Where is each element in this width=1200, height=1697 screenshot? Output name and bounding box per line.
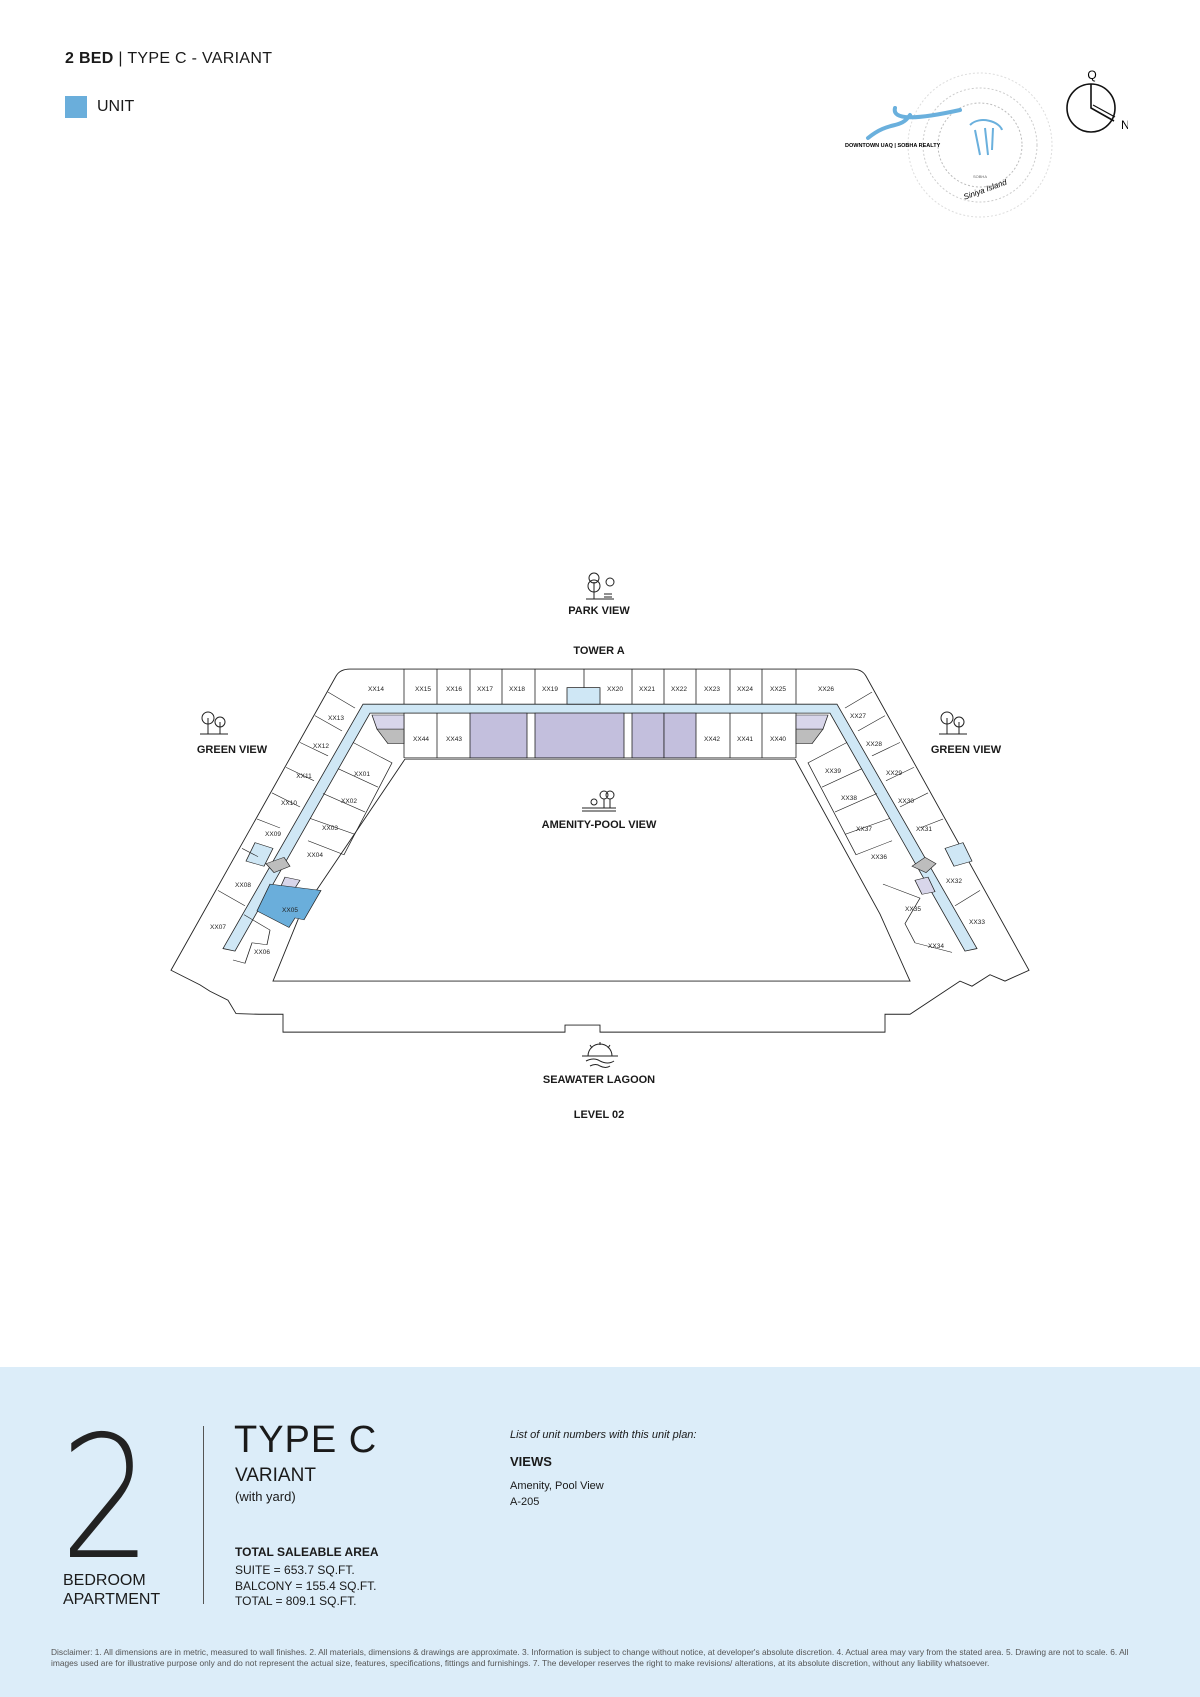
unit-label: XX24 (737, 686, 753, 693)
unit-label: XX23 (704, 686, 720, 693)
park-view-label: PARK VIEW (568, 605, 630, 617)
park-icon (586, 572, 615, 600)
unit-label: XX26 (818, 686, 834, 693)
unit-label: XX41 (737, 736, 753, 743)
unit-label: XX40 (770, 736, 786, 743)
lagoon-icon (582, 1042, 618, 1068)
divider (203, 1426, 204, 1604)
bedroom-apartment-label: BEDROOM APARTMENT (63, 1571, 160, 1609)
unit-label: XX42 (704, 736, 720, 743)
floor-plan: XX14 XX15 XX16 XX17 XX18 XX19 XX20 XX21 … (160, 572, 1040, 1068)
green-view-left-label: GREEN VIEW (196, 744, 268, 756)
bedroom-line2: APARTMENT (63, 1591, 161, 1608)
unit-list-heading: List of unit numbers with this unit plan… (510, 1429, 697, 1441)
unit-label: XX22 (671, 686, 687, 693)
unit-label: XX33 (969, 919, 985, 926)
unit-label: XX35 (905, 906, 921, 913)
unit-label: XX31 (916, 826, 932, 833)
unit-label: XX19 (542, 686, 558, 693)
corridor (223, 704, 977, 951)
compass-q: Q (1087, 68, 1096, 82)
unit-label: XX15 (415, 686, 431, 693)
logo-text-downtown: DOWNTOWN UAQ | SOBHA REALTY (845, 143, 941, 149)
unit-label: XX06 (254, 949, 270, 956)
view-item: Amenity, Pool View (510, 1480, 604, 1492)
unit-label: XX03 (322, 825, 338, 832)
logo-brand-script: Siniya Island (962, 177, 1008, 201)
bedroom-count: 2 (60, 1400, 152, 1598)
highlighted-unit-xx05 (256, 883, 322, 928)
unit-label: XX29 (886, 770, 902, 777)
legend: UNIT (65, 96, 134, 118)
unit-label: XX32 (946, 878, 962, 885)
logo-brand-small: SOBHA (973, 174, 987, 179)
unit-label: XX14 (368, 686, 384, 693)
unit-label: XX02 (341, 798, 357, 805)
unit-label: XX44 (413, 736, 429, 743)
unit-label: XX10 (281, 800, 297, 807)
balcony-area: BALCONY = 155.4 SQ.FT. (235, 1579, 377, 1593)
unit-label: XX05 (282, 907, 298, 914)
unit-label: XX04 (307, 852, 323, 859)
title-separator: | (118, 50, 123, 67)
sobha-siniya-logo: DOWNTOWN UAQ | SOBHA REALTY SOBHA Siniya… (845, 72, 1053, 218)
compass-n: N (1121, 118, 1128, 132)
unit-swatch (65, 96, 87, 118)
unit-label: XX36 (871, 854, 887, 861)
unit-label: XX11 (296, 773, 312, 780)
tree-icon-right (939, 711, 967, 735)
unit-number: A-205 (510, 1496, 540, 1508)
unit-label: XX43 (446, 736, 462, 743)
building-outline (171, 669, 1029, 1032)
disclaimer: Disclaimer: 1. All dimensions are in met… (51, 1647, 1129, 1668)
legend-label: UNIT (97, 98, 135, 115)
amenity-pool-view-label: AMENITY-POOL VIEW (541, 819, 657, 831)
tree-icon-left (200, 711, 228, 735)
unit-label: XX37 (856, 826, 872, 833)
views-heading: VIEWS (510, 1454, 552, 1469)
courtyard-edge (273, 759, 910, 981)
summary-panel (0, 1367, 1200, 1697)
unit-type: TYPE C - VARIANT (127, 50, 273, 67)
amenity-blocks (469, 712, 697, 759)
pool-icon (582, 790, 616, 812)
unit-label: XX07 (210, 924, 226, 931)
unit-label: XX30 (898, 798, 914, 805)
unit-label: XX01 (354, 771, 370, 778)
unit-label: XX21 (639, 686, 655, 693)
wing-unit-dividers (217, 691, 981, 964)
unit-label: XX38 (841, 795, 857, 802)
tower-label: TOWER A (573, 645, 625, 657)
unit-label: XX20 (607, 686, 623, 693)
unit-label: XX09 (265, 831, 281, 838)
level-label: LEVEL 02 (573, 1109, 625, 1121)
unit-labels: XX14 XX15 XX16 XX17 XX18 XX19 XX20 XX21 … (210, 686, 985, 956)
unit-label: XX28 (866, 741, 882, 748)
unit-label: XX34 (928, 943, 944, 950)
area-heading: TOTAL SALEABLE AREA (235, 1545, 379, 1559)
unit-label: XX39 (825, 768, 841, 775)
variant-note: (with yard) (235, 1489, 296, 1504)
unit-label: XX25 (770, 686, 786, 693)
bedroom-line1: BEDROOM (63, 1572, 146, 1589)
plan-title: 2 BED | TYPE C - VARIANT (65, 50, 272, 68)
lift-lobby (567, 688, 600, 705)
unit-label: XX17 (477, 686, 493, 693)
green-view-right-label: GREEN VIEW (930, 744, 1002, 756)
unit-label: XX08 (235, 882, 251, 889)
unit-label: XX18 (509, 686, 525, 693)
unit-label: XX16 (446, 686, 462, 693)
bed-count: 2 BED (65, 50, 114, 67)
seawater-lagoon-label: SEAWATER LAGOON (542, 1074, 656, 1086)
variant-label: VARIANT (235, 1465, 316, 1486)
compass-icon: Q N (1066, 68, 1128, 133)
unit-label: XX13 (328, 715, 344, 722)
unit-label: XX27 (850, 713, 866, 720)
type-heading: TYPE C (234, 1419, 378, 1461)
suite-area: SUITE = 653.7 SQ.FT. (235, 1563, 355, 1577)
unit-label: XX12 (313, 743, 329, 750)
total-area: TOTAL = 809.1 SQ.FT. (235, 1594, 357, 1608)
